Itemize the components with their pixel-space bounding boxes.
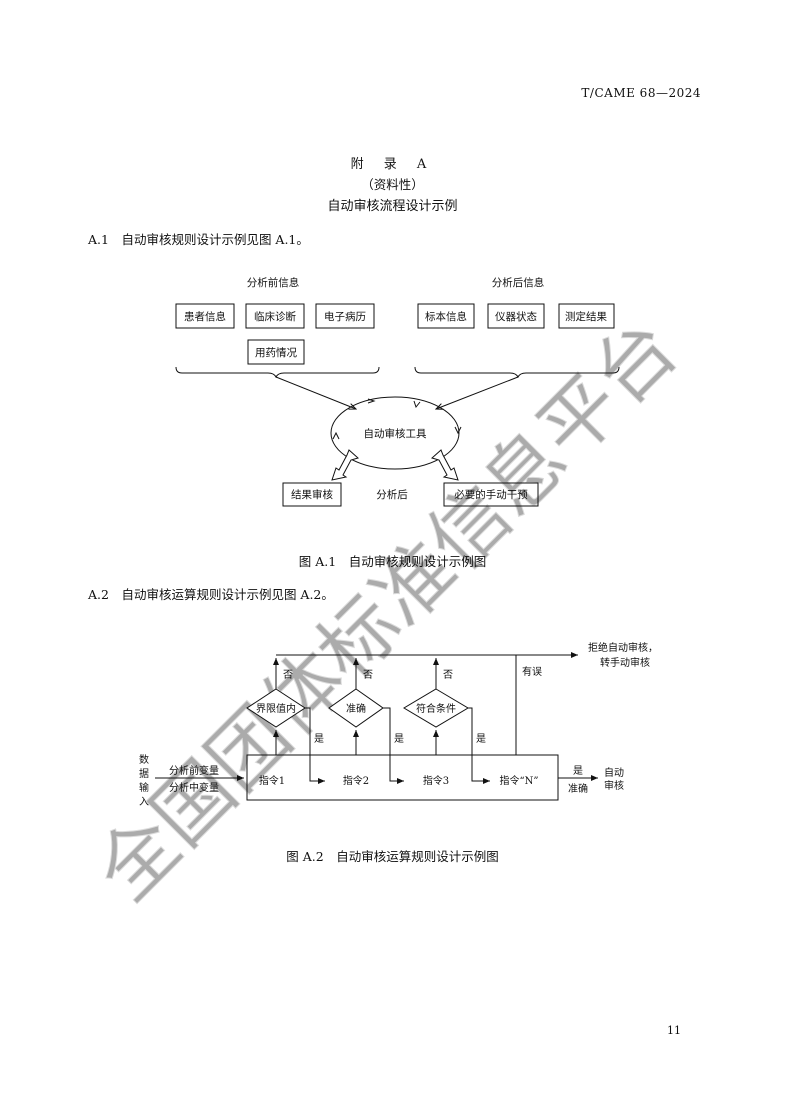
result-review-box: 结果审核 [282, 482, 342, 507]
pre-variable-label: 分析前变量 [169, 764, 219, 777]
post-arrow [436, 376, 519, 409]
pre-item-label: 用药情况 [255, 346, 297, 359]
auto-audit-label: 自动 [604, 766, 624, 779]
decision-label: 符合条件 [416, 702, 456, 715]
mid-variable-label: 分析中变量 [169, 781, 219, 794]
tool-label: 自动审核工具 [364, 427, 427, 440]
no-label: 否 [363, 669, 373, 681]
hollow-arrow-right [430, 449, 459, 481]
decision-diamond: 界限值内 [246, 688, 306, 728]
input-label-char: 数 [139, 753, 149, 766]
manual-intervention-label: 必要的手动干预 [454, 488, 528, 501]
appendix-name: 自动审核流程设计示例 [327, 199, 458, 214]
decision-diamond: 符合条件 [403, 688, 469, 728]
input-label-char: 据 [139, 767, 149, 780]
no-label: 否 [443, 669, 453, 681]
input-label-char: 输 [139, 781, 149, 794]
reject-label: 拒绝自动审核， [588, 641, 658, 654]
post-analysis-title: 分析后信息 [492, 276, 545, 289]
figure-a1-caption: 图 A.1 自动审核规则设计示例图 [298, 554, 487, 569]
instruction-label: 指令1 [259, 774, 285, 787]
pre-item-box: 临床诊断 [245, 303, 305, 329]
standard-code: T/CAME 68—2024 [581, 86, 701, 100]
post-analysis-label: 分析后 [376, 488, 408, 501]
input-label-char: 入 [139, 797, 149, 808]
decision-diamond: 准确 [328, 688, 384, 728]
paragraph-a2: A.2 自动审核运算规则设计示例见图 A.2。 [88, 587, 334, 602]
cycle-arrow [332, 431, 340, 440]
figure-a2-caption: 图 A.2 自动审核运算规则设计示例图 [286, 849, 499, 864]
instruction-label: 指令2 [343, 774, 369, 787]
decision-label: 界限值内 [256, 702, 296, 715]
tool-ellipse [330, 396, 460, 470]
yes-path [305, 707, 325, 784]
post-item-box: 仪器状态 [487, 303, 545, 329]
post-brace [414, 366, 620, 379]
auto-audit-label: 审核 [604, 779, 624, 792]
appendix-nature: （资料性） [361, 177, 424, 192]
post-item-label: 仪器状态 [495, 310, 537, 323]
hollow-arrow-left [331, 449, 360, 481]
pre-item-label: 临床诊断 [254, 310, 296, 323]
figure-a1: 分析前信息 分析后信息 患者信息 临床诊断 电子病历 用药情况 标本信息 仪器状… [175, 276, 620, 507]
post-item-box: 测定结果 [558, 303, 615, 329]
paragraph-a1: A.1 自动审核规则设计示例见图 A.1。 [88, 232, 309, 247]
reject-label: 转手动审核 [600, 656, 650, 669]
yes-label: 是 [394, 733, 404, 745]
pre-item-box: 用药情况 [247, 339, 305, 365]
pre-item-label: 电子病历 [324, 310, 366, 323]
pre-item-box: 患者信息 [175, 303, 235, 329]
page-number: 11 [667, 1024, 681, 1037]
instruction-label: 指令“N” [500, 774, 539, 787]
appendix-title: 附 录 A [350, 157, 435, 172]
pre-brace [175, 366, 380, 379]
error-label: 有误 [522, 665, 542, 678]
pre-arrow [275, 376, 356, 409]
cycle-arrow [413, 400, 421, 409]
yes-path [468, 707, 490, 784]
post-item-label: 测定结果 [565, 310, 607, 323]
figure-a2: 拒绝自动审核， 转手动审核 否 否 否 有误 界限值内 准确 符合条件 是 是 … [139, 641, 658, 808]
manual-intervention-box: 必要的手动干预 [443, 482, 539, 507]
decision-label: 准确 [346, 702, 366, 715]
pre-item-box: 电子病历 [315, 303, 375, 329]
yes-label: 是 [476, 733, 486, 745]
output-yes-label: 是 [573, 765, 583, 777]
pre-item-label: 患者信息 [184, 310, 226, 323]
cycle-arrow [454, 426, 462, 435]
pre-analysis-title: 分析前信息 [247, 276, 300, 289]
yes-path [383, 707, 404, 784]
post-item-label: 标本信息 [425, 310, 467, 323]
no-label: 否 [283, 669, 293, 681]
result-review-label: 结果审核 [291, 488, 333, 501]
output-accurate-label: 准确 [568, 782, 588, 795]
yes-label: 是 [314, 733, 324, 745]
post-item-box: 标本信息 [417, 303, 475, 329]
instruction-label: 指令3 [423, 774, 449, 787]
cycle-arrow [367, 398, 376, 404]
